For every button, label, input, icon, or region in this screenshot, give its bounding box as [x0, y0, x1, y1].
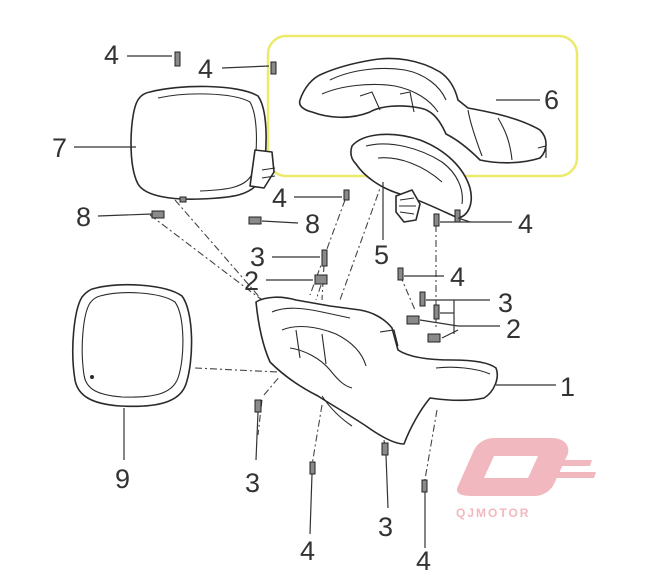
part-7-housing [130, 85, 276, 203]
callout-2-mid: 2 [244, 266, 259, 296]
callout-4-bottom-right: 4 [416, 546, 431, 576]
callout-7: 7 [52, 133, 67, 163]
callout-3-mid: 3 [250, 242, 265, 272]
part-5-inner-frame [350, 133, 473, 223]
callout-4-bottom-left: 4 [300, 536, 315, 566]
callout-8-left: 8 [76, 202, 91, 232]
callout-2-right: 2 [506, 314, 521, 344]
screw-4-mid [343, 189, 350, 201]
screw-4-top-b [270, 61, 277, 75]
screw-4-bottom-right [421, 479, 428, 493]
nut-2-right-b [427, 333, 441, 343]
callout-6: 6 [544, 85, 559, 115]
callout-4-mid-a: 4 [272, 183, 287, 213]
qjmotor-logo: QJMOTOR [456, 438, 596, 520]
screw-4-center [397, 267, 404, 281]
assembly-lines [149, 179, 438, 486]
logo-text: QJMOTOR [456, 506, 530, 520]
screw-4-right-b [454, 209, 461, 223]
nut-2-mid [314, 274, 328, 285]
screw-4-right-a [433, 213, 440, 227]
hardware [151, 51, 461, 493]
callout-4-right: 4 [518, 209, 533, 239]
callout-4-top-a: 4 [104, 40, 119, 70]
callout-5: 5 [374, 240, 389, 270]
callout-3-right: 3 [498, 288, 513, 318]
leader-lines [74, 55, 556, 548]
screw-3-right-b [433, 304, 440, 320]
callout-4-center: 4 [450, 262, 465, 292]
nut-2-right-a [406, 315, 420, 325]
screw-4-top-a [174, 51, 181, 67]
screw-4-bottom-left [309, 461, 316, 475]
callout-3-bottom-left: 3 [245, 468, 260, 498]
part-1-lower-cover [255, 296, 499, 445]
callout-1: 1 [560, 372, 575, 402]
screw-3-right-a [419, 291, 426, 307]
callout-4-top-b: 4 [198, 54, 213, 84]
callout-3-bottom-mid: 3 [378, 512, 393, 542]
screw-3-bottom-mid [381, 442, 389, 456]
part-6-upper-cover [298, 57, 547, 164]
screw-3-mid [321, 249, 328, 267]
callout-labels: 4 4 7 6 8 4 8 4 5 3 2 4 3 2 1 9 3 3 4 4 [52, 40, 575, 576]
part-9-lens [71, 283, 193, 408]
clip-8-left [151, 210, 165, 219]
clip-8-mid [248, 216, 262, 225]
callout-8-mid: 8 [305, 209, 320, 239]
callout-9: 9 [115, 464, 130, 494]
screw-3-bottom-left [254, 399, 262, 413]
